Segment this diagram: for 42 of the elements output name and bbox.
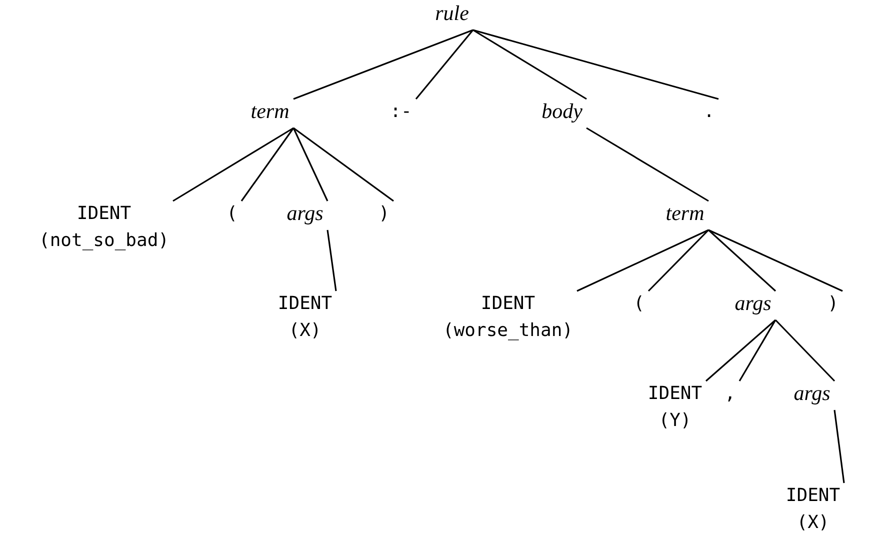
nonterminal-label: rule bbox=[435, 0, 469, 26]
tree-edge bbox=[774, 319, 836, 382]
terminal-label: ) bbox=[378, 202, 390, 226]
nonterminal-label: args bbox=[734, 290, 772, 316]
tree-edge bbox=[834, 410, 845, 484]
nonterminal-label: args bbox=[794, 380, 830, 406]
nonterminal-label: term bbox=[666, 200, 704, 226]
tree-edge bbox=[472, 29, 719, 100]
tree-edge bbox=[708, 229, 843, 292]
tree-edge bbox=[415, 30, 474, 100]
terminal-label: IDENT bbox=[76, 202, 132, 226]
terminal-label: ( bbox=[226, 202, 238, 226]
terminal-label: :- bbox=[390, 100, 412, 124]
tree-edge bbox=[576, 229, 709, 292]
tree-edge bbox=[648, 229, 710, 292]
terminal-label: . bbox=[704, 100, 714, 124]
tree-edge bbox=[240, 128, 294, 202]
tree-edge bbox=[738, 320, 776, 382]
terminal-label: IDENT bbox=[648, 382, 702, 406]
tree-edge bbox=[586, 127, 709, 202]
tree-edge bbox=[293, 127, 394, 202]
terminal-label: (not_so_bad) bbox=[38, 229, 170, 253]
terminal-label: IDENT bbox=[786, 484, 840, 508]
tree-edge bbox=[326, 230, 337, 292]
terminal-label: IDENT bbox=[278, 292, 332, 316]
tree-edge bbox=[293, 29, 474, 100]
tree-edge bbox=[172, 127, 294, 202]
tree-edge bbox=[705, 319, 776, 382]
terminal-label: (Y) bbox=[658, 409, 692, 433]
terminal-label: ( bbox=[634, 292, 644, 316]
terminal-label: (worse_than) bbox=[442, 319, 574, 343]
terminal-label: ) bbox=[828, 292, 838, 316]
terminal-label: IDENT bbox=[480, 292, 536, 316]
nonterminal-label: args bbox=[286, 200, 324, 226]
terminal-label: (X) bbox=[796, 511, 830, 535]
nonterminal-label: body bbox=[542, 98, 582, 124]
tree-edge bbox=[472, 29, 587, 100]
terminal-label: , bbox=[724, 382, 736, 406]
nonterminal-label: term bbox=[250, 98, 290, 124]
terminal-label: (X) bbox=[288, 319, 322, 343]
tree-edge bbox=[708, 229, 776, 292]
tree-edge bbox=[292, 128, 328, 202]
